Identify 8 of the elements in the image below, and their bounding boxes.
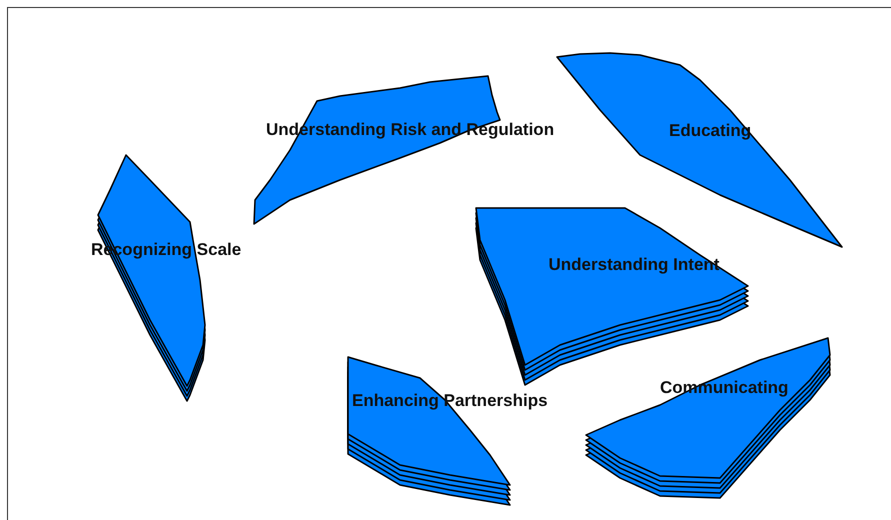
layered-shape — [254, 76, 554, 224]
shape-label: Understanding Intent — [548, 255, 720, 275]
layered-shape — [586, 338, 830, 498]
layered-shape — [348, 357, 548, 505]
shape-label: Enhancing Partnerships — [352, 391, 548, 411]
layered-shape — [91, 155, 241, 401]
shape-label: Educating — [669, 121, 752, 141]
layered-shape — [557, 53, 842, 247]
